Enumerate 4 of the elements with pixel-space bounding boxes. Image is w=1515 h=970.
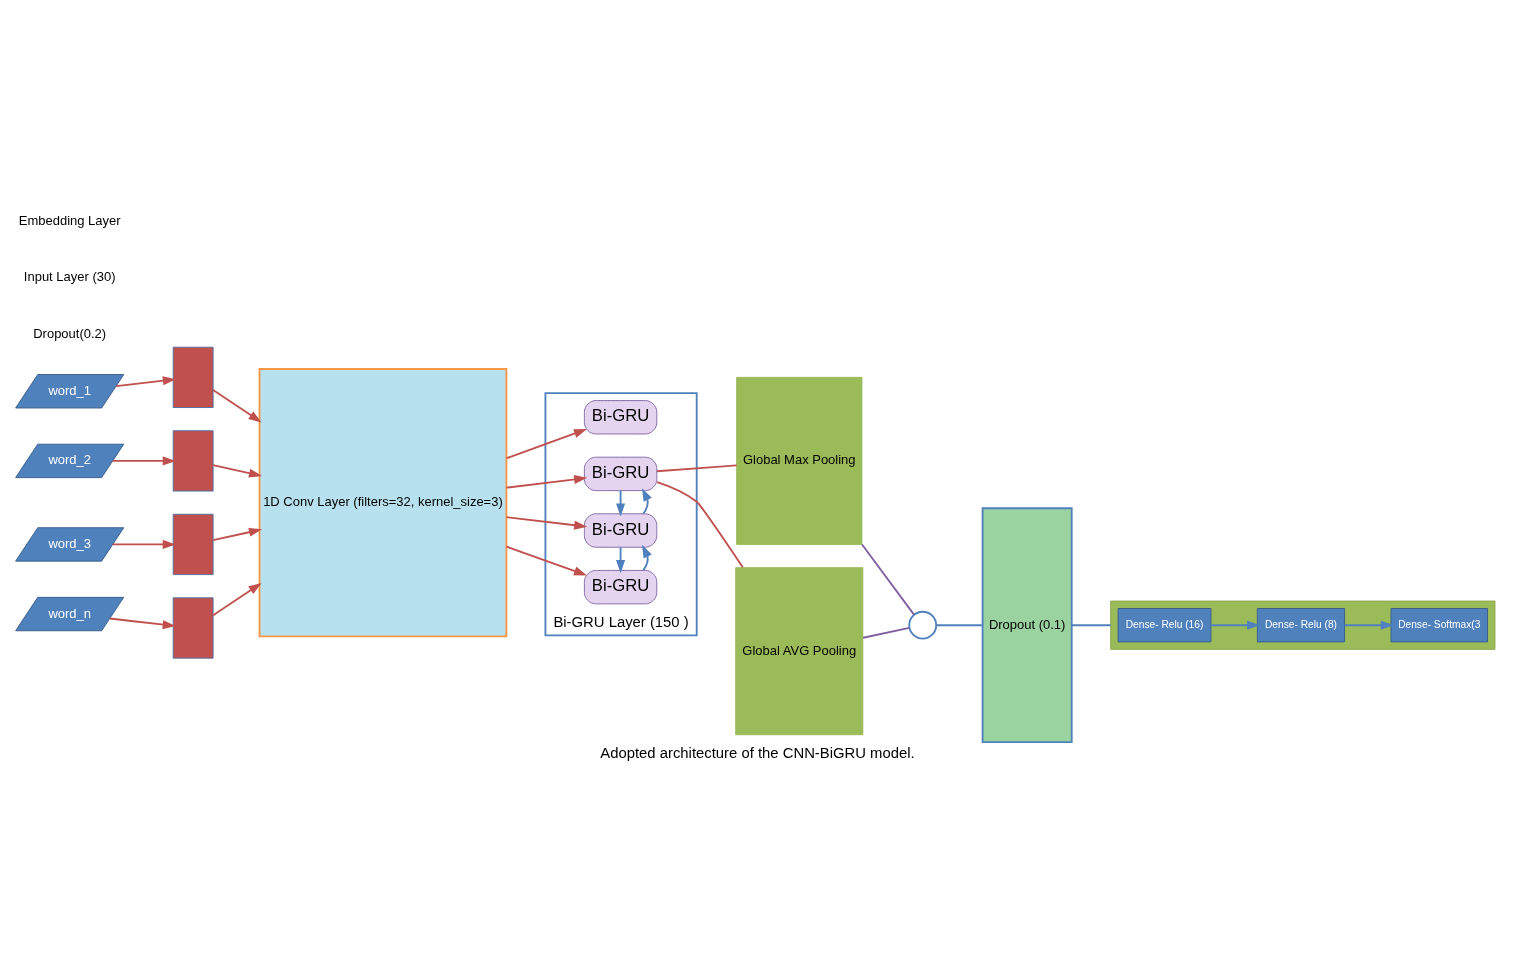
label: Input Layer (30) xyxy=(23,268,116,284)
caption: Adopted architecture of the CNN-BiGRU model. xyxy=(600,744,915,761)
label: Embedding Layer xyxy=(18,212,121,228)
label: Dropout(0.2) xyxy=(33,325,107,341)
